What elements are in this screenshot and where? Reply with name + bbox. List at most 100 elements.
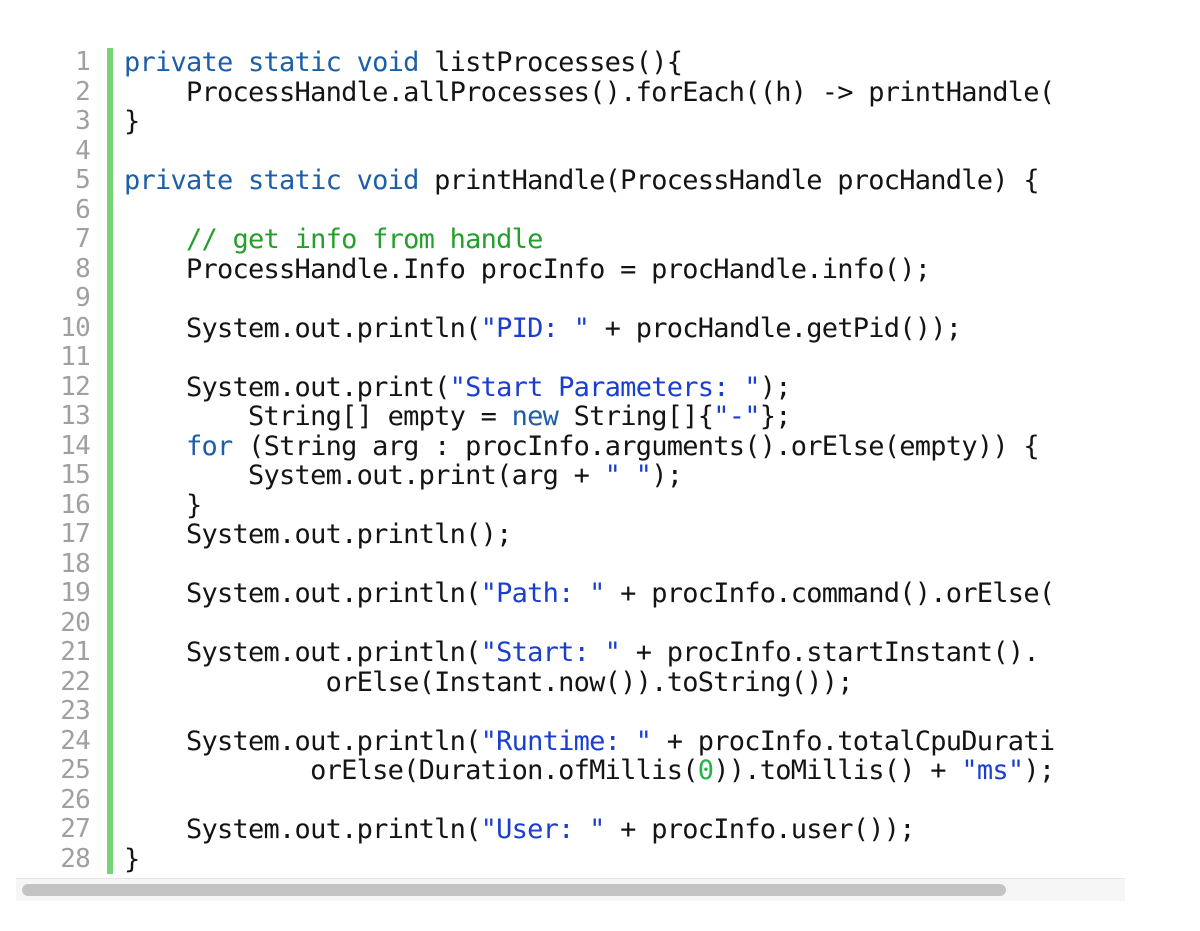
- code-token: );: [1023, 755, 1055, 786]
- scrollbar-thumb[interactable]: [22, 884, 1006, 896]
- line-number: 13: [60, 401, 91, 431]
- code-token: "PID: ": [480, 312, 590, 344]
- code-line: ProcessHandle.allProcesses().forEach((h)…: [124, 76, 1125, 108]
- code-line: System.out.println("Path: " + procInfo.c…: [124, 579, 1125, 609]
- line-number: 27: [60, 814, 91, 844]
- code-line: for (String arg : procInfo.arguments().o…: [124, 430, 1125, 462]
- code-token: private static void: [124, 165, 419, 196]
- code-token: System.out.println(: [124, 725, 481, 757]
- code-token: String[] empty =: [124, 401, 512, 432]
- code-line: System.out.println();: [124, 520, 1125, 550]
- code-token: "-": [713, 401, 760, 432]
- code-token: [124, 431, 186, 462]
- code-line: }: [124, 489, 1125, 521]
- code-line: ​: [124, 195, 1125, 226]
- code-token: "Start Parameters: ": [449, 371, 761, 403]
- code-line: System.out.println("Start: " + procInfo.…: [124, 638, 1125, 668]
- line-number: 4: [75, 135, 91, 166]
- code-token: private static void: [124, 48, 419, 78]
- code-token: System.out.println(: [124, 312, 481, 344]
- line-number: 24: [60, 725, 91, 756]
- code-line: private static void printHandle(ProcessH…: [124, 166, 1125, 196]
- code-line: orElse(Duration.ofMillis(0)).toMillis() …: [124, 756, 1125, 786]
- code-token: listProcesses(){: [418, 48, 683, 78]
- line-number: 3: [75, 106, 91, 136]
- line-number: 7: [75, 224, 91, 254]
- code-line: ​: [124, 697, 1125, 727]
- code-token: ProcessHandle.allProcesses().forEach((h)…: [124, 76, 1055, 108]
- code-token: ProcessHandle.Info procInfo = procHandle…: [124, 253, 931, 285]
- code-line: System.out.println("Runtime: " + procInf…: [124, 725, 1125, 757]
- line-number: 2: [75, 76, 91, 107]
- code-token: " ": [604, 460, 652, 491]
- code-area[interactable]: private static void listProcesses(){ Pro…: [124, 48, 1125, 874]
- code-token: + procInfo.command().orElse(: [604, 578, 1055, 609]
- line-number: 19: [60, 578, 91, 608]
- code-token: "ms": [961, 755, 1024, 786]
- code-token: "User: ": [480, 814, 606, 845]
- code-token: + procInfo.totalCpuDurati: [651, 725, 1055, 757]
- line-number: 12: [60, 371, 91, 402]
- code-line: }: [124, 107, 1125, 137]
- code-line: // get info from handle: [124, 225, 1125, 255]
- code-token: "Path: ": [480, 578, 606, 609]
- line-number: 11: [60, 342, 91, 372]
- code-token: [124, 224, 186, 255]
- code-token: System.out.println(: [124, 578, 481, 609]
- code-token: System.out.print(arg +: [124, 460, 605, 491]
- code-token: String[]{: [558, 401, 714, 432]
- code-token: + procInfo.startInstant().: [620, 637, 1040, 668]
- line-number: 5: [75, 165, 91, 195]
- code-line: ​: [124, 136, 1125, 167]
- line-number: 22: [60, 666, 91, 697]
- line-number: 14: [60, 430, 91, 461]
- code-line: System.out.print("Start Parameters: ");: [124, 371, 1125, 403]
- code-line: ​: [124, 608, 1125, 639]
- line-number: 15: [60, 460, 91, 490]
- line-number: 16: [60, 489, 91, 520]
- code-token: System.out.println(: [124, 637, 481, 668]
- code-token: new: [511, 401, 559, 432]
- code-token: System.out.println(: [124, 814, 481, 845]
- code-line: ProcessHandle.Info procInfo = procHandle…: [124, 253, 1125, 285]
- code-token: (String arg : procInfo.arguments().orEls…: [232, 430, 1040, 462]
- code-token: }: [124, 106, 140, 137]
- line-number: 18: [60, 548, 91, 579]
- code-line: orElse(Instant.now()).toString());: [124, 666, 1125, 698]
- code-line: System.out.println("User: " + procInfo.u…: [124, 815, 1125, 845]
- code-line: System.out.print(arg + " ");: [124, 461, 1125, 491]
- code-token: orElse(Duration.ofMillis(: [124, 755, 698, 786]
- code-token: orElse(Instant.now()).toString());: [124, 666, 854, 698]
- line-number: 28: [60, 843, 91, 874]
- code-token: }: [124, 843, 140, 874]
- code-token: )).toMillis() +: [713, 755, 962, 786]
- code-token: );: [759, 371, 792, 403]
- line-number: 20: [60, 607, 91, 638]
- code-token: "Runtime: ": [480, 725, 652, 757]
- code-line: String[] empty = new String[]{"-"};: [124, 402, 1125, 432]
- code-line: ​: [124, 549, 1125, 580]
- code-token: + procHandle.getPid());: [589, 312, 962, 344]
- line-number: 1: [75, 48, 91, 77]
- code-token: for: [186, 430, 233, 462]
- line-number: 17: [60, 519, 91, 549]
- code-line: ​: [124, 343, 1125, 373]
- code-line: ​: [124, 284, 1125, 314]
- line-number: 9: [75, 283, 91, 313]
- line-number: 8: [75, 253, 91, 284]
- code-token: System.out.println();: [124, 519, 512, 550]
- code-line: private static void listProcesses(){: [124, 48, 1125, 78]
- code-token: }: [124, 489, 202, 521]
- line-number: 21: [60, 637, 91, 667]
- line-number: 10: [60, 312, 91, 343]
- code-token: printHandle(ProcessHandle procHandle) {: [418, 165, 1039, 196]
- line-number: 26: [60, 784, 91, 815]
- line-number: 25: [60, 755, 91, 785]
- line-number: 23: [60, 696, 91, 726]
- horizontal-scrollbar[interactable]: [16, 878, 1125, 901]
- code-token: };: [759, 401, 792, 432]
- code-token: System.out.print(: [124, 371, 450, 403]
- code-line: }: [124, 843, 1125, 875]
